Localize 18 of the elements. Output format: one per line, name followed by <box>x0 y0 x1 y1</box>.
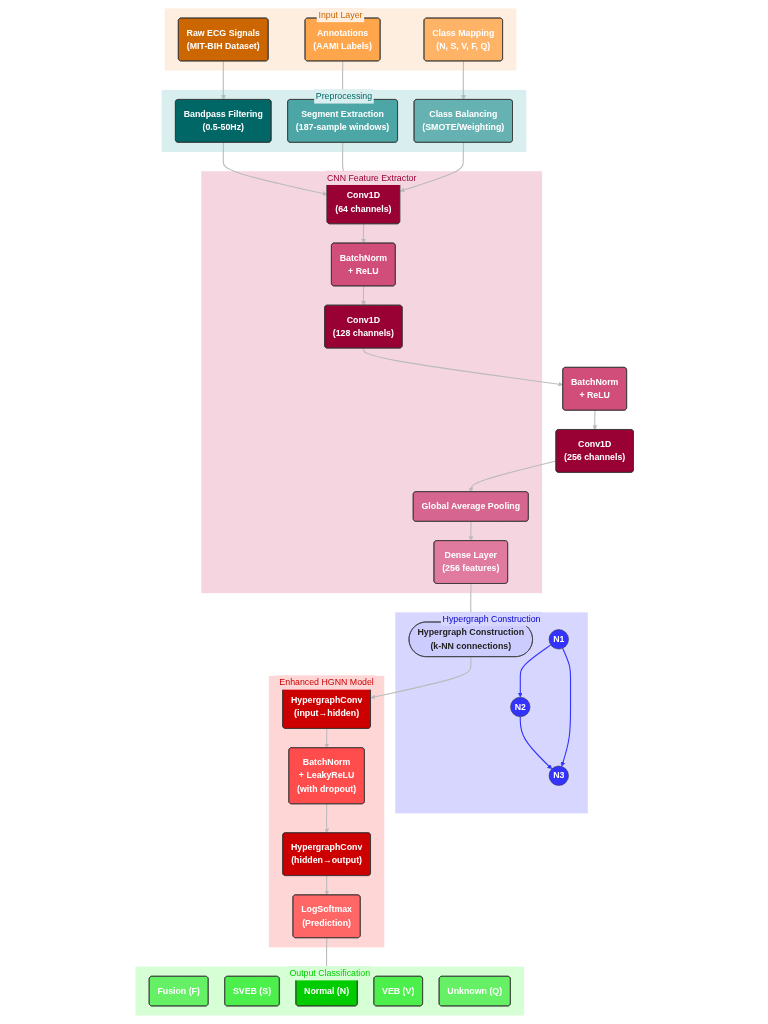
arrow <box>370 656 472 700</box>
arrow <box>468 521 473 542</box>
arrow <box>468 460 557 493</box>
arrow <box>519 716 552 770</box>
arrow <box>323 875 329 896</box>
node-circle: N1 <box>548 629 569 650</box>
node-circle: N3 <box>548 765 569 786</box>
arrow <box>360 223 366 244</box>
arrow <box>323 803 329 834</box>
arrow <box>222 142 328 196</box>
arrow <box>399 142 464 193</box>
node-circle: N2 <box>509 696 530 718</box>
arrow <box>517 644 551 698</box>
arrow <box>460 60 466 100</box>
arrow <box>220 60 226 100</box>
arrow <box>560 647 571 767</box>
arrow <box>362 347 563 387</box>
arrow <box>323 728 329 749</box>
